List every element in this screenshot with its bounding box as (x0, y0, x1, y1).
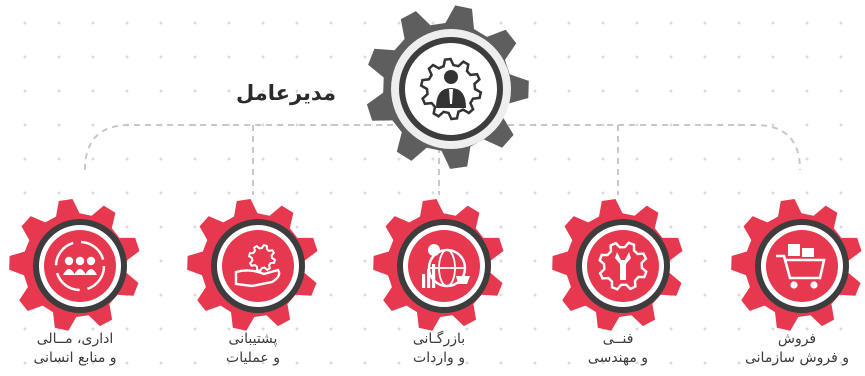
dept-label-line2: و مهندسی (587, 350, 649, 366)
dept-label-line2: و فروش سازمانی (744, 350, 849, 366)
ceo-title: مدیرعامل (235, 81, 337, 105)
global-trade-icon (422, 244, 470, 288)
dept-label-commerce-import: بازرگـانی و واردات (364, 330, 514, 368)
dept-label-sales: فروش و فروش سازمانی (722, 330, 865, 368)
department-icon-disc (44, 230, 116, 302)
department-gear (9, 199, 140, 331)
department-gear (552, 199, 683, 331)
dept-label-technical-engineering: فنــی و مهندسی (543, 330, 693, 368)
shopping-cart-icon (776, 244, 826, 289)
dept-label-line1: فنــی (602, 331, 634, 347)
team-cycle-icon (54, 240, 106, 292)
dept-label-line2: و عملیات (226, 350, 280, 366)
support-hand-gear-icon (234, 243, 281, 288)
manager-gear-icon (419, 57, 483, 121)
department-icon-disc (222, 230, 294, 302)
dept-label-line1: پشتیبانی (228, 331, 278, 347)
dept-label-support-operations: پشتیبانی و عملیات (178, 330, 328, 368)
department-nodes (9, 199, 862, 331)
department-gear (731, 199, 862, 331)
department-gear (187, 199, 318, 331)
dept-label-line2: و منابع انسانی (33, 350, 117, 366)
ceo-node (366, 5, 529, 169)
dept-label-line2: و واردات (413, 350, 465, 366)
wrench-gear-icon (598, 241, 648, 291)
department-icon-disc (408, 230, 480, 302)
department-icon-disc (766, 230, 838, 302)
dept-label-line1: فروش (777, 331, 817, 347)
dept-label-admin-finance: اداری، مــالی و منابع انسانی (0, 330, 150, 368)
dept-label-line1: بازرگـانی (412, 331, 466, 347)
department-gear (373, 199, 504, 331)
dept-label-line1: اداری، مــالی (36, 331, 114, 347)
